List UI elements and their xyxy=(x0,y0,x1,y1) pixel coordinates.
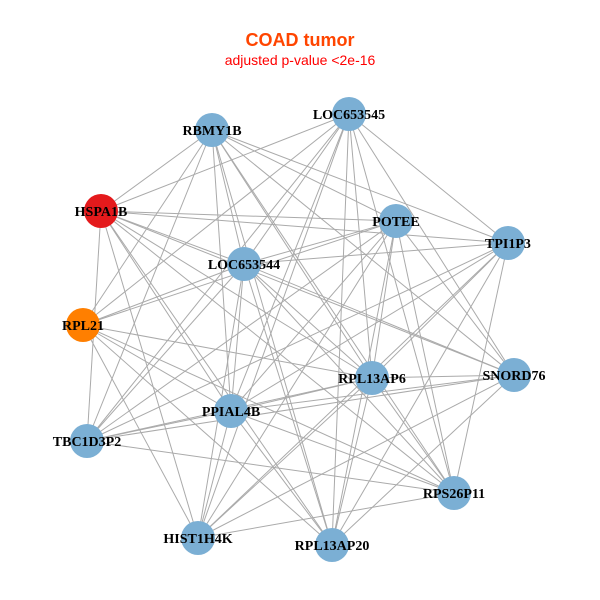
edge-POTEE-SNORD76 xyxy=(395,220,515,376)
node-HSPA1B[interactable] xyxy=(84,194,118,228)
edge-TPI1P3-RPL13AP20 xyxy=(331,242,509,546)
edge-LOC653544-RPL21 xyxy=(82,263,245,326)
edge-POTEE-HIST1H4K xyxy=(197,220,397,539)
edge-HSPA1B-RPS26P11 xyxy=(100,210,455,494)
edge-HSPA1B-TPI1P3 xyxy=(100,210,509,244)
edge-RPL21-RPS26P11 xyxy=(82,324,455,494)
edge-RPL13AP6-HIST1H4K xyxy=(197,377,373,539)
edge-RPS26P11-HIST1H4K xyxy=(197,492,455,539)
edge-TPI1P3-PPIAL4B xyxy=(230,242,509,412)
edge-TPI1P3-RPL13AP6 xyxy=(371,242,509,379)
node-TBC1D3P2[interactable] xyxy=(70,424,104,458)
edge-RPL21-PPIAL4B xyxy=(82,324,232,412)
edge-LOC653544-SNORD76 xyxy=(243,263,515,376)
node-SNORD76[interactable] xyxy=(497,358,531,392)
edge-LOC653544-PPIAL4B xyxy=(230,263,245,412)
edge-HSPA1B-POTEE xyxy=(100,210,397,222)
edge-LOC653545-SNORD76 xyxy=(348,113,515,376)
edge-RBMY1B-RPL13AP6 xyxy=(211,129,373,379)
edge-PPIAL4B-RPS26P11 xyxy=(230,410,455,494)
node-label: POTEE xyxy=(372,215,419,230)
edge-HSPA1B-PPIAL4B xyxy=(100,210,232,412)
edge-POTEE-LOC653544 xyxy=(243,220,397,265)
edge-SNORD76-TBC1D3P2 xyxy=(86,374,515,442)
edge-RBMY1B-HSPA1B xyxy=(100,129,213,212)
chart-title: COAD tumor xyxy=(245,30,355,50)
edge-PPIAL4B-HIST1H4K xyxy=(197,410,232,539)
edge-LOC653545-TPI1P3 xyxy=(348,113,509,244)
edge-HSPA1B-RPL13AP20 xyxy=(100,210,333,546)
node-POTEE[interactable] xyxy=(379,204,413,238)
edge-RBMY1B-POTEE xyxy=(211,129,397,222)
node-label: RBMY1B xyxy=(182,124,241,139)
edge-POTEE-RPL13AP6 xyxy=(371,220,397,379)
edge-TPI1P3-RPS26P11 xyxy=(453,242,509,494)
edge-POTEE-TBC1D3P2 xyxy=(86,220,397,442)
edge-HSPA1B-HIST1H4K xyxy=(100,210,199,539)
node-label: LOC653545 xyxy=(313,108,385,123)
node-RPL13AP20[interactable] xyxy=(315,528,349,562)
edge-LOC653545-RPL21 xyxy=(82,113,350,326)
edge-TPI1P3-LOC653544 xyxy=(243,242,509,265)
edge-LOC653545-LOC653544 xyxy=(243,113,350,265)
node-HIST1H4K[interactable] xyxy=(181,521,215,555)
edge-TPI1P3-TBC1D3P2 xyxy=(86,242,509,442)
node-RPL21[interactable] xyxy=(66,308,100,342)
edge-RBMY1B-RPL13AP20 xyxy=(211,129,333,546)
edge-LOC653544-RPS26P11 xyxy=(243,263,455,494)
node-RBMY1B[interactable] xyxy=(195,113,229,147)
edge-HSPA1B-LOC653544 xyxy=(100,210,245,265)
node-label: RPL21 xyxy=(62,319,104,334)
edge-RPL13AP6-RPS26P11 xyxy=(371,377,455,494)
edge-LOC653545-TBC1D3P2 xyxy=(86,113,350,442)
edge-SNORD76-RPL13AP20 xyxy=(331,374,515,546)
edge-LOC653545-PPIAL4B xyxy=(230,113,350,412)
node-label: HIST1H4K xyxy=(163,532,232,547)
edge-LOC653545-HIST1H4K xyxy=(197,113,350,539)
node-LOC653544[interactable] xyxy=(227,247,261,281)
edge-LOC653545-RPS26P11 xyxy=(348,113,455,494)
edge-LOC653545-HSPA1B xyxy=(100,113,350,212)
edge-TPI1P3-HIST1H4K xyxy=(197,242,509,539)
node-TPI1P3[interactable] xyxy=(491,226,525,260)
node-label: RPS26P11 xyxy=(423,487,485,502)
edge-LOC653544-TBC1D3P2 xyxy=(86,263,245,442)
edge-RBMY1B-SNORD76 xyxy=(211,129,515,376)
node-label: TBC1D3P2 xyxy=(53,435,121,450)
edge-RPL21-RPL13AP6 xyxy=(82,324,373,379)
edge-RBMY1B-PPIAL4B xyxy=(211,129,232,412)
node-label: PPIAL4B xyxy=(202,405,260,420)
edge-POTEE-PPIAL4B xyxy=(230,220,397,412)
node-label: RPL13AP20 xyxy=(295,539,370,554)
edge-POTEE-RPS26P11 xyxy=(395,220,455,494)
edge-RPL21-HIST1H4K xyxy=(82,324,199,539)
edge-RBMY1B-RPS26P11 xyxy=(211,129,455,494)
edge-HSPA1B-SNORD76 xyxy=(100,210,515,376)
edge-PPIAL4B-RPL13AP20 xyxy=(230,410,333,546)
node-RPS26P11[interactable] xyxy=(437,476,471,510)
node-label: HSPA1B xyxy=(75,205,128,220)
chart-subtitle: adjusted p-value <2e-16 xyxy=(224,52,376,68)
edge-RBMY1B-TPI1P3 xyxy=(211,129,509,244)
node-LOC653545[interactable] xyxy=(332,97,366,131)
node-label: TPI1P3 xyxy=(485,237,531,252)
edge-PPIAL4B-TBC1D3P2 xyxy=(86,410,232,442)
edge-RPL21-RPL13AP20 xyxy=(82,324,333,546)
edge-RBMY1B-LOC653544 xyxy=(211,129,245,265)
edge-RPL13AP6-RPL13AP20 xyxy=(331,377,373,546)
edge-LOC653544-RPL13AP20 xyxy=(243,263,333,546)
node-RPL13AP6[interactable] xyxy=(355,361,389,395)
edge-RPL13AP6-SNORD76 xyxy=(371,374,515,379)
edge-TBC1D3P2-RPS26P11 xyxy=(86,440,455,494)
edge-HSPA1B-RPL13AP6 xyxy=(100,210,373,379)
edge-RBMY1B-RPL21 xyxy=(82,129,213,326)
node-label: LOC653544 xyxy=(208,258,280,273)
node-label: SNORD76 xyxy=(482,369,545,384)
edge-LOC653544-RPL13AP6 xyxy=(243,263,373,379)
node-label: RPL13AP6 xyxy=(338,372,406,387)
node-PPIAL4B[interactable] xyxy=(214,394,248,428)
